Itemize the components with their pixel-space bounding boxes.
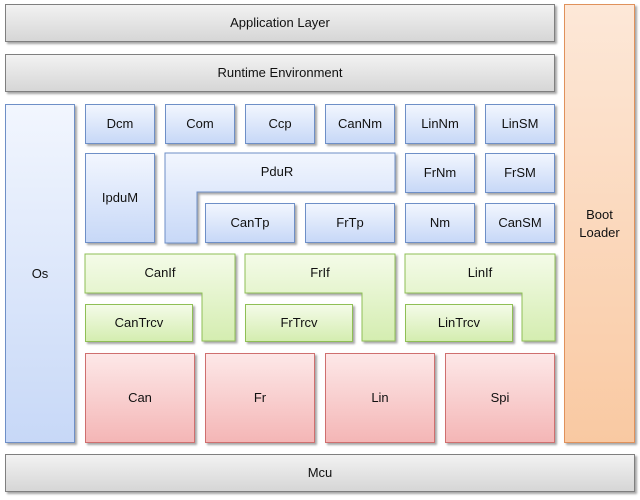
cannm-label: CanNm xyxy=(337,116,383,131)
frif-label: FrIf xyxy=(310,265,330,280)
spi-driver: Spi xyxy=(445,353,555,443)
cantp-label: CanTp xyxy=(230,215,270,230)
cansm-module: CanSM xyxy=(485,203,555,243)
linnm-module: LinNm xyxy=(405,104,475,144)
linif-label: LinIf xyxy=(467,265,493,280)
lintrcv-label: LinTrcv xyxy=(437,315,481,330)
lintrcv-module: LinTrcv xyxy=(405,304,513,342)
linnm-label: LinNm xyxy=(421,116,459,131)
cantp-module: CanTp xyxy=(205,203,295,243)
application-layer: Application Layer xyxy=(5,4,555,42)
cantrcv-label: CanTrcv xyxy=(114,315,164,330)
can-driver: Can xyxy=(85,353,195,443)
spi-label: Spi xyxy=(490,390,510,405)
cannm-module: CanNm xyxy=(325,104,395,144)
mcu-layer: Mcu xyxy=(5,454,635,492)
frtp-module: FrTp xyxy=(305,203,395,243)
dcm-module: Dcm xyxy=(85,104,155,144)
runtime-environment-label: Runtime Environment xyxy=(217,65,343,80)
runtime-environment: Runtime Environment xyxy=(5,54,555,92)
linsm-module: LinSM xyxy=(485,104,555,144)
nm-label: Nm xyxy=(429,215,451,230)
ipdum-label: IpduM xyxy=(101,190,139,205)
application-layer-label: Application Layer xyxy=(230,15,330,30)
nm-module: Nm xyxy=(405,203,475,243)
com-label: Com xyxy=(186,116,214,131)
ipdum-module: IpduM xyxy=(85,153,155,243)
ccp-module: Ccp xyxy=(245,104,315,144)
com-module: Com xyxy=(165,104,235,144)
pdur-label: PduR xyxy=(260,164,294,179)
cansm-label: CanSM xyxy=(498,215,542,230)
boot-loader-label: Boot Loader xyxy=(579,206,620,240)
canif-shape xyxy=(84,253,236,342)
cantrcv-module: CanTrcv xyxy=(85,304,193,342)
ccp-label: Ccp xyxy=(268,116,292,131)
linif-shape xyxy=(404,253,556,342)
lin-driver: Lin xyxy=(325,353,435,443)
frtrcv-label: FrTrcv xyxy=(280,315,318,330)
fr-label: Fr xyxy=(253,390,267,405)
frtrcv-module: FrTrcv xyxy=(245,304,353,342)
mcu-label: Mcu xyxy=(307,465,333,480)
fr-driver: Fr xyxy=(205,353,315,443)
frsm-module: FrSM xyxy=(485,153,555,193)
boot-loader-block: Boot Loader xyxy=(564,4,635,443)
os-block: Os xyxy=(5,104,75,443)
frnm-label: FrNm xyxy=(423,165,457,180)
frtp-label: FrTp xyxy=(336,215,364,230)
canif-label: CanIf xyxy=(144,265,176,280)
os-label: Os xyxy=(31,265,49,281)
pdur-shape xyxy=(164,152,396,244)
dcm-label: Dcm xyxy=(106,116,134,131)
can-label: Can xyxy=(128,390,152,405)
frnm-module: FrNm xyxy=(405,153,475,193)
linsm-label: LinSM xyxy=(501,116,539,131)
frif-shape xyxy=(244,253,396,342)
frsm-label: FrSM xyxy=(504,165,536,180)
lin-label: Lin xyxy=(371,390,389,405)
